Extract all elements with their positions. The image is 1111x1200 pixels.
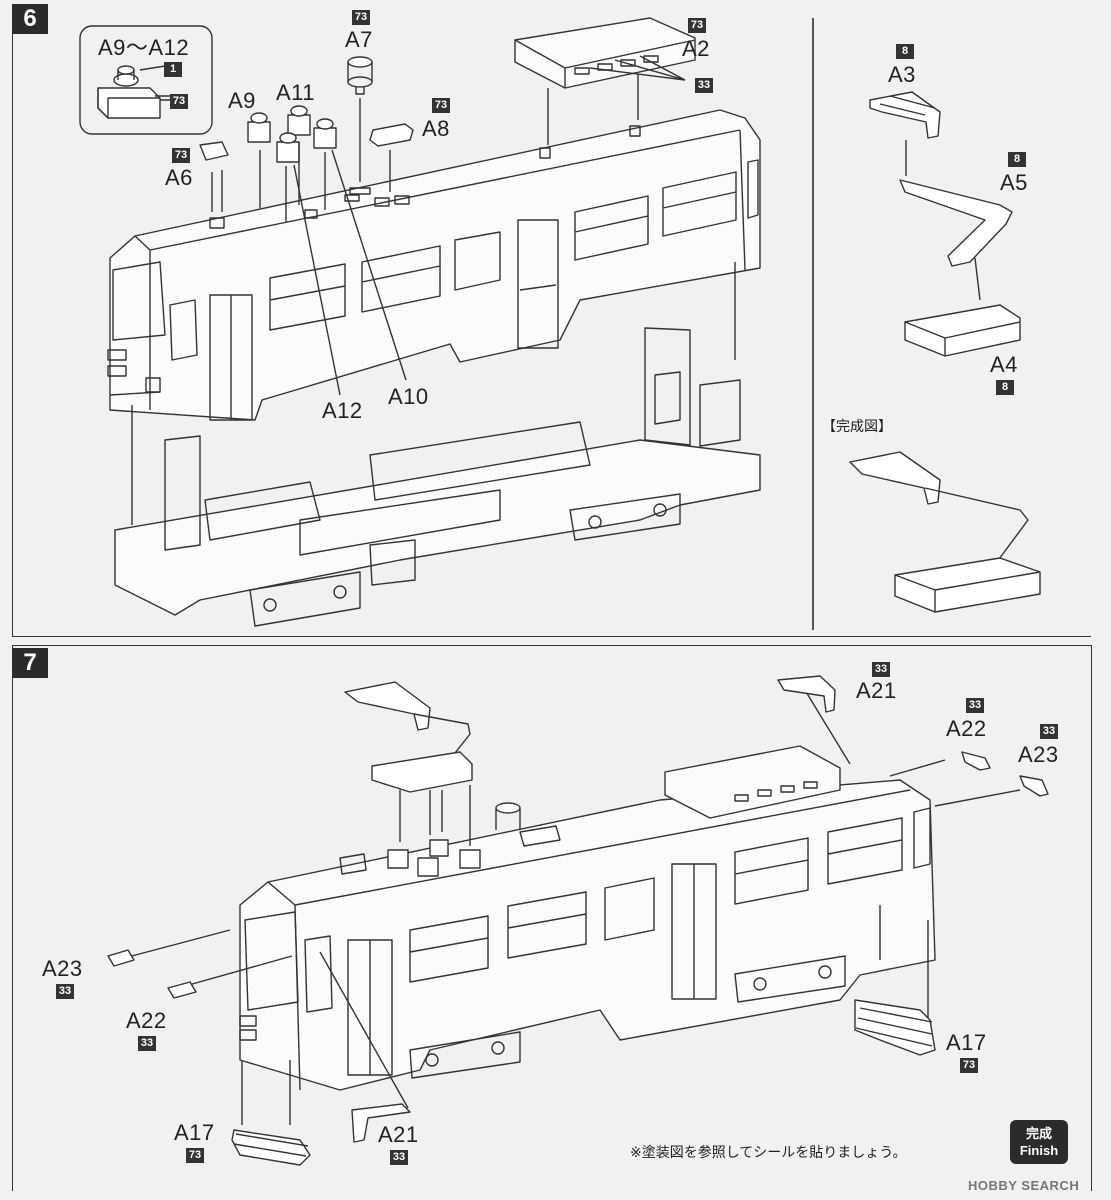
label-a12: A12 — [322, 398, 363, 423]
label-a10: A10 — [388, 384, 429, 409]
label-a11: A11 — [276, 80, 316, 105]
a22-right-code: 33 — [966, 698, 984, 713]
label-a7: A7 — [345, 27, 373, 52]
a21-top-code: 33 — [872, 662, 890, 677]
step6-panel-border — [12, 4, 1091, 637]
a2-code: 73 — [688, 18, 706, 33]
label-a17-left: A17 — [174, 1120, 215, 1145]
sticker-note: ※塗装図を参照してシールを貼りましょう。 — [630, 1144, 907, 1160]
pantograph-parts-drawing — [849, 91, 1041, 613]
completed-view-label: 【完成図】 — [822, 418, 892, 434]
step-7-badge: 7 — [12, 648, 48, 678]
chassis-drawing — [114, 327, 761, 627]
a17-right-code: 73 — [960, 1058, 978, 1073]
a6-code: 73 — [172, 148, 190, 163]
a7-code: 73 — [352, 10, 370, 25]
a8-code: 73 — [432, 98, 450, 113]
finish-jp: 完成 — [1025, 1126, 1052, 1141]
label-a21-top: A21 — [856, 678, 897, 703]
inset-box — [79, 25, 213, 135]
roof-parts-drawing — [131, 17, 736, 525]
label-a4: A4 — [990, 352, 1018, 377]
label-a3: A3 — [888, 62, 916, 87]
label-a9: A9 — [228, 88, 256, 113]
label-a6: A6 — [165, 165, 193, 190]
a17-left-code: 73 — [186, 1148, 204, 1163]
label-a23-left: A23 — [42, 956, 83, 981]
inset-part-drawing — [97, 65, 170, 119]
label-a5: A5 — [1000, 170, 1028, 195]
inset-title: A9～A12 — [98, 35, 190, 60]
a4-code: 8 — [996, 380, 1014, 395]
label-a17-right: A17 — [946, 1030, 987, 1055]
finish-badge: 完成 Finish — [1010, 1120, 1068, 1164]
a5-code: 8 — [1008, 152, 1026, 167]
finish-en: Finish — [1019, 1143, 1059, 1158]
a21-bottom-code: 33 — [390, 1150, 408, 1165]
label-a8: A8 — [422, 116, 450, 141]
vertical-divider — [812, 18, 814, 630]
a23-left-code: 33 — [56, 984, 74, 999]
step7-panel-border — [12, 645, 1092, 1191]
inset-code-1: 1 — [164, 62, 182, 77]
a22-left-code: 33 — [138, 1036, 156, 1051]
a3-code: 8 — [896, 44, 914, 59]
label-a22-left: A22 — [126, 1008, 167, 1033]
inset-code-73: 73 — [170, 94, 188, 109]
watermark: HOBBY SEARCH — [968, 1178, 1080, 1193]
a2-sticker-code: 33 — [695, 78, 713, 93]
label-a23-right: A23 — [1018, 742, 1059, 767]
label-a22-right: A22 — [946, 716, 987, 741]
car-body-drawing — [107, 109, 761, 421]
step-6-badge: 6 — [12, 4, 48, 34]
label-a21-bottom: A21 — [378, 1122, 419, 1147]
a23-right-code: 33 — [1040, 724, 1058, 739]
label-a2: A2 — [682, 36, 710, 61]
assembled-tram-drawing — [107, 675, 1049, 1166]
